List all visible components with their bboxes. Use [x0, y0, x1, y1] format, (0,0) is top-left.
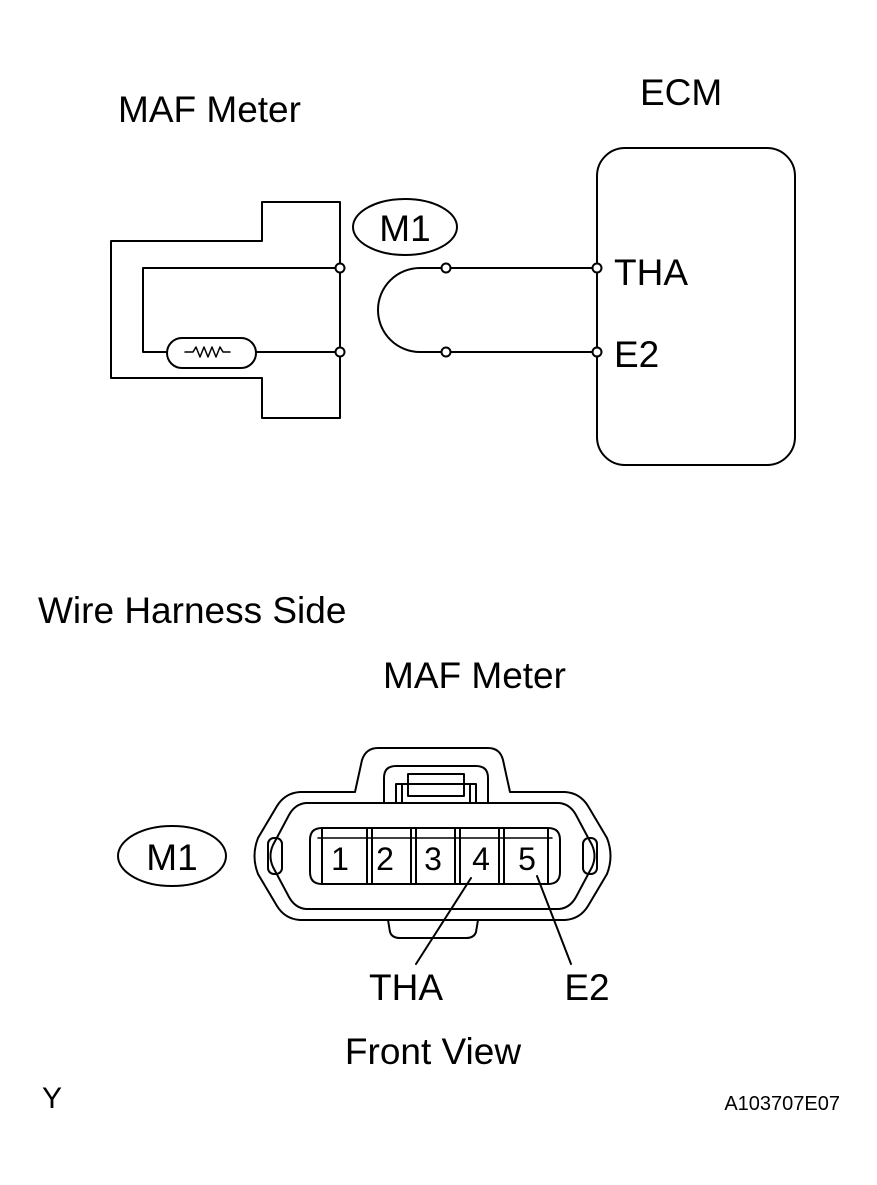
callout-e2-label: E2	[564, 967, 609, 1008]
pin-number: 4	[472, 841, 490, 877]
wire-harness-side-label: Wire Harness Side	[38, 590, 346, 631]
harness-connector-id-badge	[117, 825, 227, 887]
pin-number: 5	[518, 841, 536, 877]
front-view-label: Front View	[345, 1031, 521, 1072]
harness-maf-meter-title: MAF Meter	[383, 655, 566, 696]
ecm-pin-tha-label: THA	[614, 252, 688, 293]
terminal-maf-tha	[334, 262, 346, 274]
terminal-connector-tha	[440, 262, 452, 274]
terminal-maf-e2	[334, 346, 346, 358]
connector-id-badge	[352, 198, 458, 256]
callout-tha-label: THA	[369, 967, 443, 1008]
connector-latch-window	[407, 773, 465, 797]
maf-meter-title: MAF Meter	[118, 89, 301, 130]
thermistor-resistor	[184, 346, 231, 358]
connector-side-rib-left	[267, 837, 283, 875]
callout-leader-e2	[536, 875, 572, 965]
pin-number: 1	[331, 841, 349, 877]
maf-internal-wire-tha	[142, 267, 341, 353]
pin-number: 2	[376, 841, 394, 877]
connector-housing-outer	[253, 747, 612, 921]
terminal-connector-e2	[440, 346, 452, 358]
thermistor-capsule	[166, 337, 257, 369]
corner-mark: Y	[42, 1082, 62, 1115]
pin-number: 3	[424, 841, 442, 877]
connector-side-rib-right	[582, 837, 598, 875]
figure-code: A103707E07	[724, 1093, 840, 1115]
terminal-ecm-e2	[591, 346, 603, 358]
maf-meter-body	[110, 201, 341, 419]
terminal-ecm-tha	[591, 262, 603, 274]
connector-loop	[377, 267, 447, 353]
callout-leader-tha	[415, 877, 472, 965]
harness-connector-id-label: M1	[146, 837, 197, 878]
connector-latch-tab	[395, 783, 477, 804]
ecm-body	[596, 147, 796, 466]
connector-latch-outer	[383, 765, 489, 804]
ecm-pin-e2-label: E2	[614, 334, 659, 375]
connector-id-label: M1	[379, 208, 430, 249]
connector-bottom-tab	[387, 919, 479, 939]
ecm-title: ECM	[640, 72, 722, 113]
connector-housing-inner	[269, 802, 596, 910]
